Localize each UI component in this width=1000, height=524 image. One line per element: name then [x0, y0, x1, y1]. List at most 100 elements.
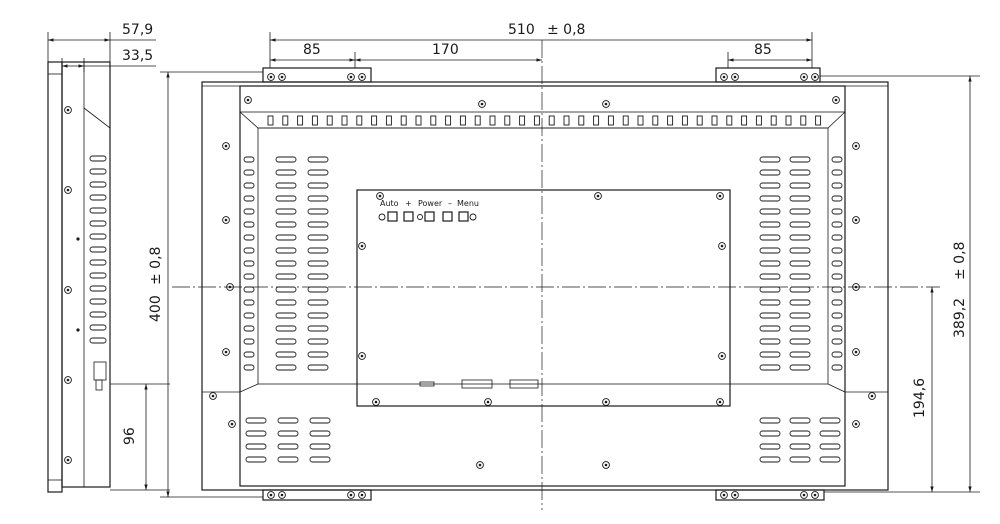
- mount-hole-center: [802, 75, 806, 79]
- front-outer-frame: [201, 81, 889, 491]
- vent-slot: [309, 417, 331, 424]
- bracket-bottom-right: [715, 489, 825, 501]
- vent-slot: [789, 286, 811, 293]
- control-box: [356, 189, 731, 407]
- vent-slot: [789, 273, 811, 280]
- vent-slot: [307, 156, 329, 163]
- vent-slot: [309, 443, 331, 450]
- vent-slot: [243, 364, 255, 371]
- vent-slot: [759, 247, 781, 254]
- vent-slot: [307, 234, 329, 241]
- mount-hole-center: [224, 144, 228, 148]
- top-vent-slot: [770, 115, 777, 126]
- power-led-icon: [417, 214, 423, 220]
- plus-button[interactable]: [403, 211, 414, 222]
- vent-slot: [789, 260, 811, 267]
- vent-slot: [307, 299, 329, 306]
- side-front-bezel: [47, 61, 63, 493]
- vent-slot: [831, 312, 843, 319]
- vent-slot: [243, 221, 255, 228]
- vent-slot: [307, 208, 329, 215]
- top-vent-slot: [696, 115, 703, 126]
- vent-slot: [759, 195, 781, 202]
- vent-slot: [275, 234, 297, 241]
- top-vent-slot: [371, 115, 378, 126]
- mount-hole-center: [360, 354, 364, 358]
- power-button[interactable]: [424, 211, 435, 222]
- side-hole-center: [66, 458, 70, 462]
- label-minus: –: [448, 199, 452, 208]
- side-vent-slot: [89, 181, 107, 188]
- label-menu: Menu: [457, 199, 479, 208]
- top-vent-slot: [341, 115, 348, 126]
- mount-hole-center: [480, 102, 484, 106]
- vent-slot: [789, 247, 811, 254]
- mount-hole-center: [349, 493, 353, 497]
- vent-slot: [789, 430, 811, 437]
- vent-slot: [275, 351, 297, 358]
- side-pin: [76, 237, 80, 241]
- mount-hole-center: [280, 493, 284, 497]
- connector-port: [461, 379, 493, 389]
- mount-hole-center: [269, 493, 273, 497]
- top-vent-slot: [519, 115, 526, 126]
- side-mount-holes: [64, 106, 80, 464]
- vent-slot: [275, 338, 297, 345]
- mount-hole-center: [722, 75, 726, 79]
- vent-slot: [275, 195, 297, 202]
- dim-bracket-right: 85: [754, 42, 772, 58]
- vent-slot: [243, 195, 255, 202]
- top-vent-slot: [637, 115, 644, 126]
- side-hole-center: [66, 288, 70, 292]
- vent-slot: [243, 234, 255, 241]
- vent-slot: [275, 221, 297, 228]
- mount-hole-center: [720, 354, 724, 358]
- vent-slot: [243, 247, 255, 254]
- vent-slot: [243, 169, 255, 176]
- mount-hole-center: [604, 400, 608, 404]
- mount-hole-center: [280, 75, 284, 79]
- side-vent-slot: [89, 207, 107, 214]
- side-vent-slot: [89, 285, 107, 292]
- side-vent-slot: [89, 246, 107, 253]
- vent-slot: [309, 456, 331, 463]
- dim-height-tolerance: ± 0,8: [148, 247, 164, 285]
- vent-slot: [831, 221, 843, 228]
- mount-hole-center: [718, 194, 722, 198]
- vent-slot: [789, 443, 811, 450]
- mount-hole-center: [378, 194, 382, 198]
- vent-slot: [831, 195, 843, 202]
- mount-hole-center: [854, 144, 858, 148]
- minus-button[interactable]: [442, 211, 453, 222]
- auto-button[interactable]: [387, 211, 398, 222]
- vent-slot: [759, 456, 781, 463]
- mount-hole-center: [733, 75, 737, 79]
- mount-hole-center: [360, 75, 364, 79]
- vent-slot: [831, 208, 843, 215]
- vent-slot: [309, 430, 331, 437]
- mount-hole-center: [269, 75, 273, 79]
- mount-hole-center: [720, 244, 724, 248]
- vent-slot: [831, 182, 843, 189]
- top-vent-slot: [297, 115, 304, 126]
- vent-slot: [759, 417, 781, 424]
- vent-slot: [243, 338, 255, 345]
- vent-slot: [789, 338, 811, 345]
- vent-slot: [307, 182, 329, 189]
- vent-slot: [275, 247, 297, 254]
- label-plus: +: [405, 199, 412, 208]
- vent-slot: [789, 364, 811, 371]
- side-chassis: [61, 61, 111, 488]
- vent-slot: [831, 169, 843, 176]
- side-vent-slot: [89, 194, 107, 201]
- vent-slot: [245, 456, 267, 463]
- vent-slot: [789, 234, 811, 241]
- side-hole-center: [66, 378, 70, 382]
- side-connector: [93, 361, 107, 381]
- vent-slot: [759, 208, 781, 215]
- menu-button[interactable]: [458, 211, 469, 222]
- vent-slot: [759, 169, 781, 176]
- top-vent-slot: [459, 115, 466, 126]
- vent-slot: [275, 312, 297, 319]
- vent-slot: [819, 456, 841, 463]
